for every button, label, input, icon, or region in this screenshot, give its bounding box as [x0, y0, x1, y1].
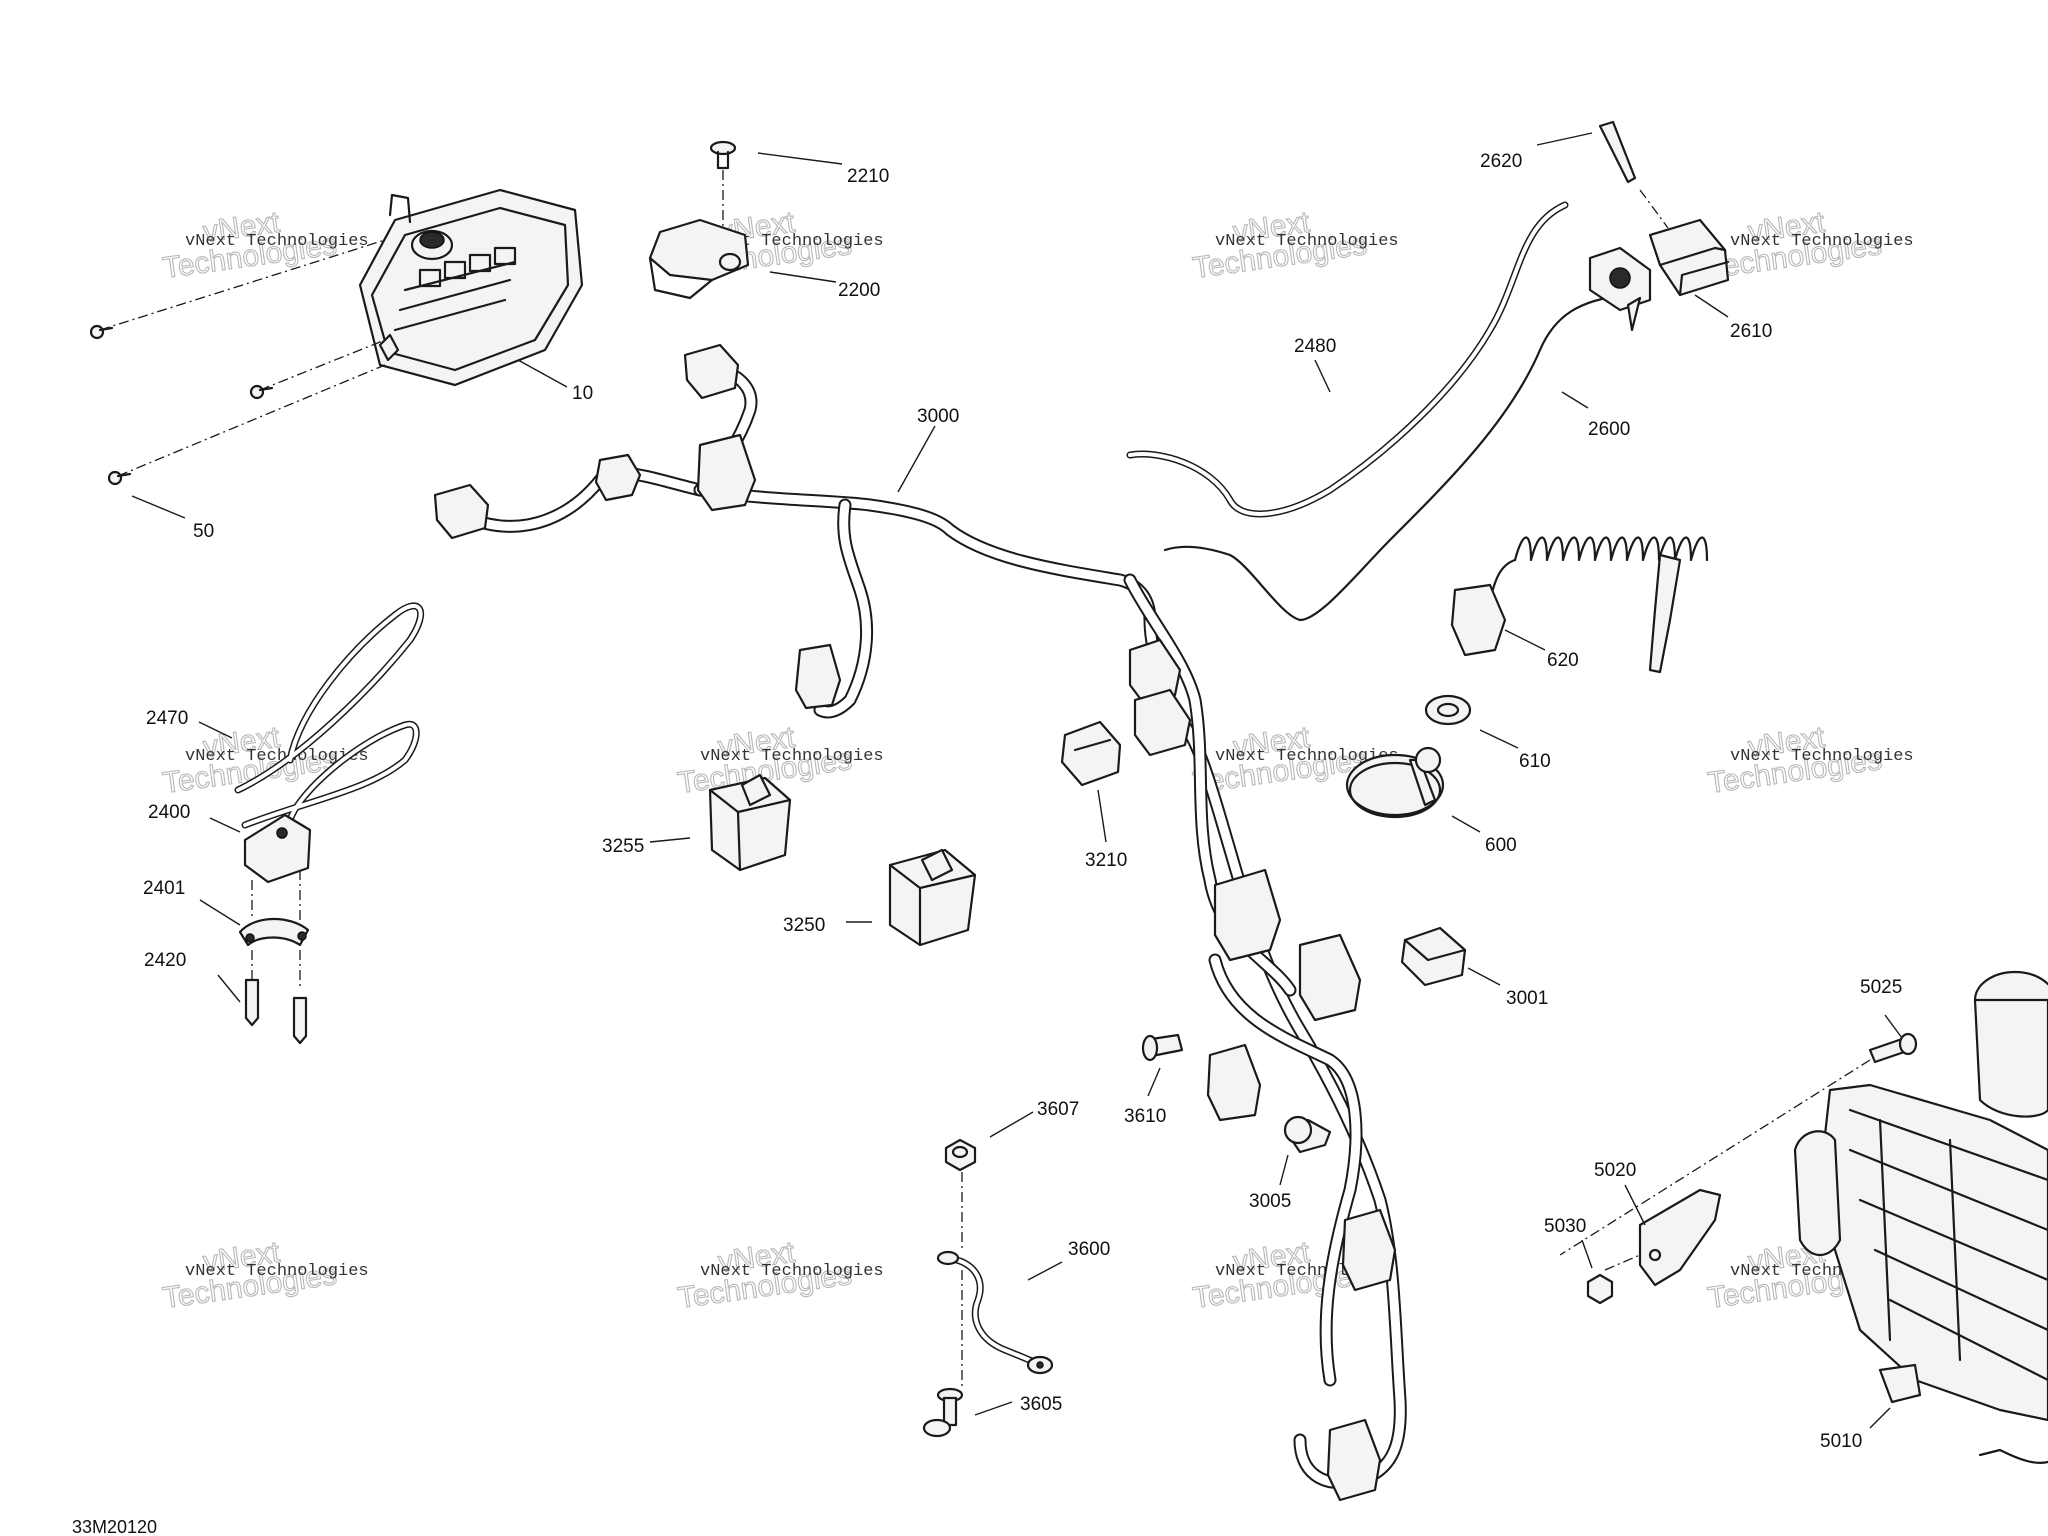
- svg-text:vNext Technologies: vNext Technologies: [1730, 747, 1914, 766]
- svg-text:vNext Technologies: vNext Technologies: [700, 747, 884, 766]
- callout-3255[interactable]: 3255: [602, 836, 644, 857]
- part-5030-nut[interactable]: [1586, 1273, 1614, 1305]
- callout-2600[interactable]: 2600: [1588, 419, 1630, 440]
- callout-3005[interactable]: 3005: [1249, 1191, 1291, 1212]
- callout-2401[interactable]: 2401: [143, 878, 185, 899]
- callout-3610[interactable]: 3610: [1124, 1106, 1166, 1127]
- callout-2610[interactable]: 2610: [1730, 321, 1772, 342]
- part-2480-hose[interactable]: [1126, 201, 1569, 518]
- callout-2210[interactable]: 2210: [847, 166, 889, 187]
- part-2401-clamp-half[interactable]: [238, 917, 310, 947]
- part-3605-bolt[interactable]: [922, 1387, 964, 1438]
- part-3610-stud[interactable]: [1141, 1033, 1184, 1062]
- part-3607-nut[interactable]: [944, 1138, 977, 1172]
- part-3255-rocker-switch[interactable]: [708, 773, 792, 872]
- diagram-reference-code: 33M20120: [72, 1517, 157, 1536]
- part-3001-connector-cover[interactable]: [1400, 926, 1467, 987]
- callout-2420[interactable]: 2420: [144, 950, 186, 971]
- callout-50[interactable]: 50: [193, 521, 214, 542]
- part-3250-rocker-switch[interactable]: [888, 848, 977, 947]
- callout-5010[interactable]: 5010: [1820, 1431, 1862, 1452]
- part-600-switch[interactable]: [1345, 746, 1445, 819]
- part-3210-connector[interactable]: [1060, 720, 1122, 787]
- callout-2620[interactable]: 2620: [1480, 151, 1522, 172]
- part-10-fuse-box[interactable]: [358, 188, 584, 387]
- callout-620[interactable]: 620: [1547, 650, 1579, 671]
- callout-2470[interactable]: 2470: [146, 708, 188, 729]
- part-5025-bolt[interactable]: [1868, 1032, 1918, 1064]
- part-3600-ground-cable[interactable]: [936, 1250, 1054, 1375]
- callout-2480[interactable]: 2480: [1294, 336, 1336, 357]
- part-2620-pin[interactable]: [1598, 120, 1637, 184]
- callout-5030[interactable]: 5030: [1544, 1216, 1586, 1237]
- callout-3210[interactable]: 3210: [1085, 850, 1127, 871]
- callout-5020[interactable]: 5020: [1594, 1160, 1636, 1181]
- part-2210-bolt[interactable]: [709, 140, 737, 170]
- part-2470-loop-strap[interactable]: [234, 602, 425, 829]
- callout-3250[interactable]: 3250: [783, 915, 825, 936]
- callout-3605[interactable]: 3605: [1020, 1394, 1062, 1415]
- part-5020-bracket[interactable]: [1638, 1188, 1722, 1287]
- part-2420-bolts[interactable]: [244, 978, 308, 1045]
- svg-text:vNext Technologies: vNext Technologies: [185, 232, 369, 251]
- part-2610-relay[interactable]: [1648, 218, 1730, 297]
- part-620-coil-cord[interactable]: [1450, 536, 1709, 674]
- svg-text:vNext Technologies: vNext Technologies: [185, 747, 369, 766]
- part-50-screws[interactable]: [89, 324, 274, 486]
- callout-2200[interactable]: 2200: [838, 280, 880, 301]
- callout-10[interactable]: 10: [572, 383, 593, 404]
- callout-3001[interactable]: 3001: [1506, 988, 1548, 1009]
- part-5010-module[interactable]: [1793, 970, 2048, 1464]
- callout-2400[interactable]: 2400: [148, 802, 190, 823]
- harness-connectors[interactable]: [433, 343, 1397, 1502]
- callout-3607[interactable]: 3607: [1037, 1099, 1079, 1120]
- svg-text:vNext Technologies: vNext Technologies: [700, 1262, 884, 1281]
- svg-text:vNext Technologies: vNext Technologies: [185, 1262, 369, 1281]
- callout-5025[interactable]: 5025: [1860, 977, 1902, 998]
- callout-3600[interactable]: 3600: [1068, 1239, 1110, 1260]
- callout-610[interactable]: 610: [1519, 751, 1551, 772]
- part-2600-antenna-cable[interactable]: [1163, 246, 1652, 622]
- callout-3000[interactable]: 3000: [917, 406, 959, 427]
- svg-text:vNext Technologies: vNext Technologies: [1730, 232, 1914, 251]
- part-3005-nut[interactable]: [1283, 1115, 1332, 1154]
- part-10-dash-lines: [99, 239, 386, 477]
- callout-600[interactable]: 600: [1485, 835, 1517, 856]
- part-2200-sensor[interactable]: [648, 218, 750, 300]
- svg-text:vNext Technologies: vNext Technologies: [1215, 747, 1399, 766]
- part-2400-clamp[interactable]: [243, 813, 312, 884]
- part-610-grommet[interactable]: [1424, 694, 1472, 726]
- svg-text:vNext Technologies: vNext Technologies: [1215, 232, 1399, 251]
